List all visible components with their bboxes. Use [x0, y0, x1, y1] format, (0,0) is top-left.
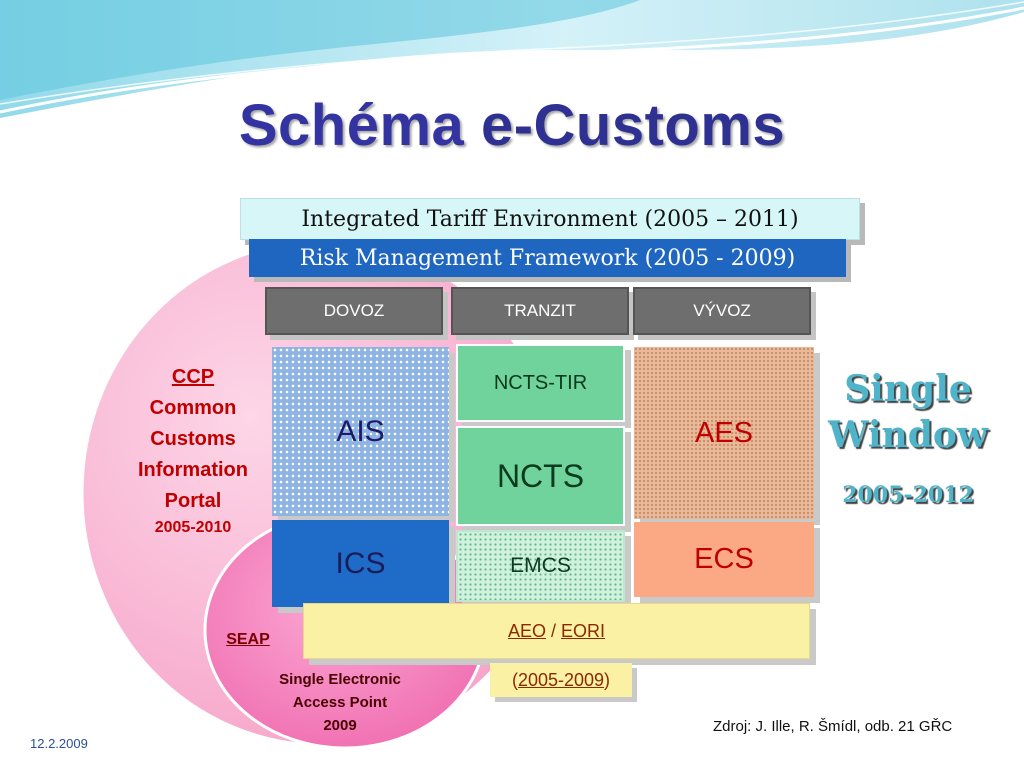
aeo-years-open: (: [511, 669, 518, 690]
column-header-vyvoz: VÝVOZ: [633, 287, 811, 335]
ncts-tir-box: NCTS-TIR: [456, 344, 625, 422]
source-note: Zdroj: J. Ille, R. Šmídl, odb. 21 GŘC: [713, 718, 953, 735]
aes-box: AES: [634, 347, 814, 519]
eori-link[interactable]: EORI: [561, 620, 606, 641]
top-wave-decoration: [0, 0, 1024, 118]
seap-line-3: 2009: [323, 717, 357, 734]
ais-box: AIS: [272, 347, 449, 516]
ncts-box: NCTS: [456, 426, 625, 526]
column-header-dovoz: DOVOZ: [265, 287, 443, 335]
ics-box: ICS: [272, 520, 449, 607]
seap-line-1: Single Electronic: [279, 671, 401, 688]
ccp-years: 2005-2010: [154, 519, 232, 536]
ccp-line-common: Common: [149, 397, 237, 419]
ccp-line-portal: Portal: [164, 490, 222, 512]
single-window-years: 2005-2012: [842, 482, 974, 508]
column-header-tranzit: TRANZIT: [451, 287, 629, 335]
title-part2: e-Customs: [480, 93, 786, 158]
seap-line-2: Access Point: [292, 694, 388, 711]
aeo-link[interactable]: AEO: [507, 620, 546, 641]
ccp-link[interactable]: CCP: [171, 366, 215, 388]
ccp-label-block: CCP Common Customs Information Portal 20…: [118, 362, 268, 539]
aeo-years: 2005-2009: [517, 669, 605, 690]
seap-description: Single Electronic Access Point 2009: [262, 668, 418, 737]
aeo-eori-box: AEO / EORI: [303, 603, 810, 659]
emcs-box: EMCS: [456, 530, 625, 602]
single-window-line1: Single: [844, 368, 972, 410]
integrated-tariff-environment-bar: Integrated Tariff Environment (2005 – 20…: [240, 198, 860, 240]
ecs-box: ECS: [634, 522, 814, 597]
risk-management-framework-bar: Risk Management Framework (2005 - 2009): [249, 239, 846, 277]
single-window-line2: Window: [828, 414, 988, 456]
single-window-title: Single Window: [808, 366, 1008, 458]
ccp-line-information: Information: [138, 459, 248, 481]
slide-date: 12.2.2009: [30, 736, 88, 751]
page-title: Schéma e-Customs: [0, 92, 1024, 159]
aeo-years-close: ): [604, 669, 611, 690]
ccp-line-customs: Customs: [150, 428, 236, 450]
aeo-separator: /: [545, 620, 561, 641]
title-part1: Schéma: [238, 93, 465, 158]
aeo-years-box: (2005-2009): [490, 663, 632, 697]
seap-link[interactable]: SEAP: [226, 631, 270, 648]
